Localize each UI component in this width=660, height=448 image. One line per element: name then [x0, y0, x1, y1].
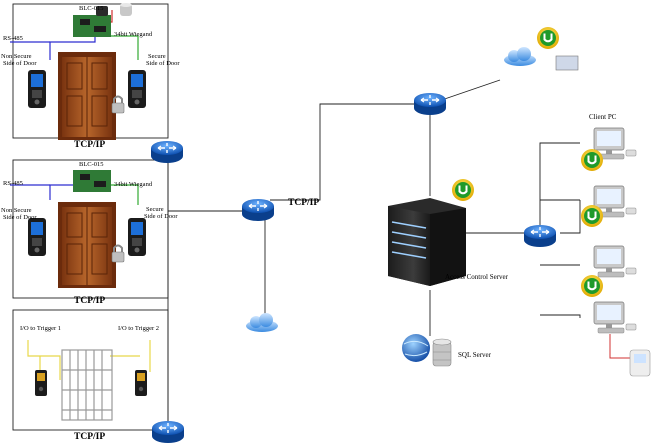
non-secure-label-2a: Non Secure [1, 207, 32, 214]
network-wiring [167, 79, 581, 432]
secure-label-2a: Secure [146, 206, 164, 213]
door-unit-2 [10, 159, 169, 299]
wiegand-label-1: 34bit Wiegand [114, 31, 153, 38]
padlock-icon [111, 95, 125, 114]
router-icon-core [241, 198, 275, 222]
secure-label-1b: Side of Door [146, 60, 180, 67]
client-pc-1 [580, 127, 637, 172]
router-icon-turnstile [151, 420, 185, 444]
client-pcs [580, 127, 651, 377]
turnstile-icon [61, 349, 113, 421]
non-secure-label-1b: Side of Door [3, 60, 37, 67]
router-icon-door1 [150, 140, 184, 164]
tcpip-label-door1: TCP/IP [74, 140, 106, 150]
door-unit-2-frame [12, 159, 169, 299]
power-supply-icon [96, 6, 108, 16]
non-secure-label-2b: Side of Door [3, 214, 37, 221]
reader-turnstile-entry [35, 370, 47, 396]
tcpip-label-backbone: TCP/IP [288, 198, 320, 208]
secure-label-2b: Side of Door [144, 213, 178, 220]
sql-server-label: SQL Server [458, 351, 491, 359]
client-pc-3 [580, 245, 637, 298]
client-pc-label: Client PC [589, 113, 617, 121]
tcpip-label-door2: TCP/IP [74, 296, 106, 306]
trigger1-label: I/O to Trigger 1 [20, 325, 61, 332]
tcpip-label-turnstile: TCP/IP [74, 432, 106, 442]
reader-turnstile-exit [135, 370, 147, 396]
sql-server-icon [402, 334, 452, 367]
client-pc-4 [593, 301, 637, 334]
reader-non-secure-1 [28, 70, 46, 108]
turnstile-frame [12, 309, 169, 431]
database-mini-icon [120, 3, 132, 16]
controller-label-1: BLC-015 [79, 5, 104, 12]
secure-label-1a: Secure [148, 53, 166, 60]
server-label: Access Control Server [445, 273, 508, 281]
turnstile-unit [12, 309, 169, 431]
trigger2-label: I/O to Trigger 2 [118, 325, 159, 332]
reader-secure-2 [128, 218, 146, 256]
non-secure-label-1a: Non Secure [1, 53, 32, 60]
cloud-icon-lan [246, 313, 278, 332]
internet-cloud-icon [504, 26, 579, 71]
padlock-icon [111, 244, 125, 263]
router-icon-clients [523, 224, 557, 248]
client-pc-2 [580, 185, 637, 228]
fingerprint-enroll-icon [629, 349, 651, 377]
rs485-label-2: RS-485 [3, 180, 23, 187]
reader-secure-1 [128, 70, 146, 108]
router-icon-internet [413, 92, 447, 116]
reader-non-secure-2 [28, 218, 46, 256]
rs485-label-1: RS-485 [3, 35, 23, 42]
door-unit-1 [10, 3, 169, 140]
controller-label-2: BLC-015 [79, 161, 104, 168]
wiegand-label-2: 34bit Wiegand [114, 181, 153, 188]
access-control-server-icon [388, 178, 475, 286]
